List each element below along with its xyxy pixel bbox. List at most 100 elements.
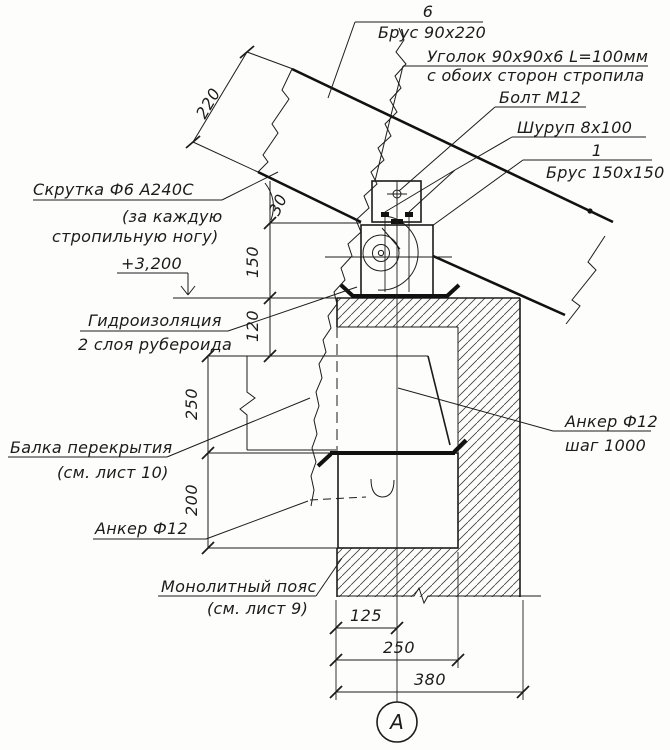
leader-twist — [221, 171, 279, 201]
leader-anchor-left — [205, 500, 309, 540]
anchor-left-label: Анкер Ф12 — [94, 519, 188, 538]
dim30-text: 30 — [265, 191, 291, 218]
bottom-dims: 125 250 380 — [329, 552, 530, 700]
callout-leaders — [166, 21, 593, 597]
leader-screw — [384, 136, 513, 213]
dim-chain-a: 30 150 120 — [243, 181, 361, 363]
waterproofing-right-tick — [444, 283, 461, 299]
level-arrow-r — [187, 285, 196, 296]
level-value: +3,200 — [121, 254, 182, 273]
masonry-right-column — [458, 298, 520, 548]
masonry-hatch — [337, 298, 520, 597]
twist-label-2: (за каждую — [122, 207, 223, 226]
rafter-top-edge — [291, 67, 614, 224]
dim-rafter-220: 220 — [185, 45, 294, 173]
level-mark: +3,200 — [117, 254, 337, 299]
rafter — [257, 27, 614, 507]
beam-label-2: (см. лист 10) — [57, 463, 169, 482]
level-arrow-l — [180, 285, 189, 296]
dim220-tick-2 — [185, 135, 201, 149]
rafter-bottom-edge-right — [432, 254, 566, 317]
leader-anchor-left-dashed — [309, 496, 367, 501]
chainA-tick-356 — [263, 349, 277, 363]
wire-twist-dot — [377, 249, 385, 257]
pos6-number: 6 — [423, 2, 433, 21]
dim120-text: 120 — [243, 310, 262, 342]
screw-left — [381, 212, 389, 217]
belt-outline — [337, 452, 459, 549]
dim250h-tick-2 — [451, 653, 465, 667]
belt-label-1: Монолитный пояс — [161, 577, 317, 596]
masonry-top-band — [337, 298, 458, 327]
masonry-bottom-band — [337, 548, 520, 597]
dim125-tick-2 — [390, 621, 404, 635]
dim-chain-b: 250 200 — [182, 349, 338, 555]
section-break-wavy-line — [310, 27, 407, 507]
rafter-bottom-edge-left — [257, 170, 362, 224]
dim250h-tick-1 — [329, 653, 343, 667]
dim150-text: 150 — [243, 246, 262, 278]
dim250h-text: 250 — [383, 638, 415, 657]
wall-bottom-edge — [337, 586, 541, 605]
leader-waterproof — [227, 286, 358, 332]
dim125-text: 125 — [350, 606, 382, 625]
floor-beam — [208, 355, 468, 468]
leader-pos1 — [431, 159, 524, 227]
anchor-right-label-1: Анкер Ф12 — [564, 412, 658, 431]
leader-belt — [315, 557, 343, 597]
monolithic-belt — [337, 452, 459, 549]
dim380-tick-1 — [329, 685, 343, 699]
screw-right — [405, 212, 413, 217]
dim220-tick-1 — [239, 45, 255, 59]
angle-label-2: с обоих сторон стропила — [427, 66, 645, 85]
mauerlat-label: Брус 150x150 — [546, 163, 665, 182]
leader-angle — [374, 65, 404, 182]
leader-bolt — [398, 106, 496, 192]
axis-circle — [376, 701, 418, 743]
anchor-right-label-2: шаг 1000 — [565, 436, 646, 455]
waterproof-label-1: Гидроизоляция — [88, 311, 222, 330]
wire-twist-inner-circle — [372, 244, 390, 262]
rafter-label: Брус 90x220 — [378, 23, 486, 42]
axis-label: А — [388, 710, 404, 734]
axis-bubble: А — [376, 701, 418, 743]
waterproof-label-2: 2 слоя рубероида — [78, 335, 232, 354]
wire-twist-outer-circle — [362, 234, 400, 272]
angle-label-1: Уголок 90x90x6 L=100мм — [427, 47, 648, 66]
dim380-text: 380 — [414, 670, 446, 689]
beam-waterproof-right-tick — [452, 438, 468, 454]
twist-label-3: стропильную ногу) — [52, 227, 219, 246]
rafter-right-break — [565, 235, 606, 325]
callout-texts: 6 Брус 90x220 Уголок 90x90x6 L=100мм с о… — [8, 2, 665, 618]
dim200-text: 200 — [182, 484, 201, 516]
dim250v-text: 250 — [182, 388, 201, 420]
dim220-ext-top — [246, 51, 294, 70]
screw-label: Шуруп 8x100 — [517, 118, 632, 137]
belt-label-2: (см. лист 9) — [207, 599, 308, 618]
dim380-tick-2 — [516, 685, 530, 699]
angle-bracket — [371, 180, 422, 292]
anchor-hook — [370, 478, 395, 498]
dim220-ext-bottom — [192, 141, 259, 173]
chainA-tick-298 — [263, 291, 277, 305]
beam-label-1: Балка перекрытия — [10, 438, 173, 457]
leader-beam — [166, 397, 311, 458]
bolt-label: Болт М12 — [499, 88, 581, 107]
chainB-tick-356 — [201, 349, 215, 363]
rafter-left-break — [257, 68, 293, 173]
dim220-line — [192, 51, 248, 143]
beam-waterproof-left-tick — [316, 452, 333, 468]
beam-break-line — [239, 356, 256, 450]
twist-label-1: Скрутка Ф6 А240С — [33, 180, 194, 199]
dim30-curve — [264, 182, 274, 221]
leader-anchor-right — [397, 387, 554, 432]
mauerlat-block — [325, 215, 461, 299]
leader-pos1-dot — [587, 208, 593, 214]
dim125-tick-1 — [329, 621, 343, 635]
bracket-outline — [371, 180, 422, 223]
beam-bevel-end — [427, 355, 451, 446]
pos1-number: 1 — [592, 141, 602, 160]
leader-pos6 — [327, 21, 356, 99]
